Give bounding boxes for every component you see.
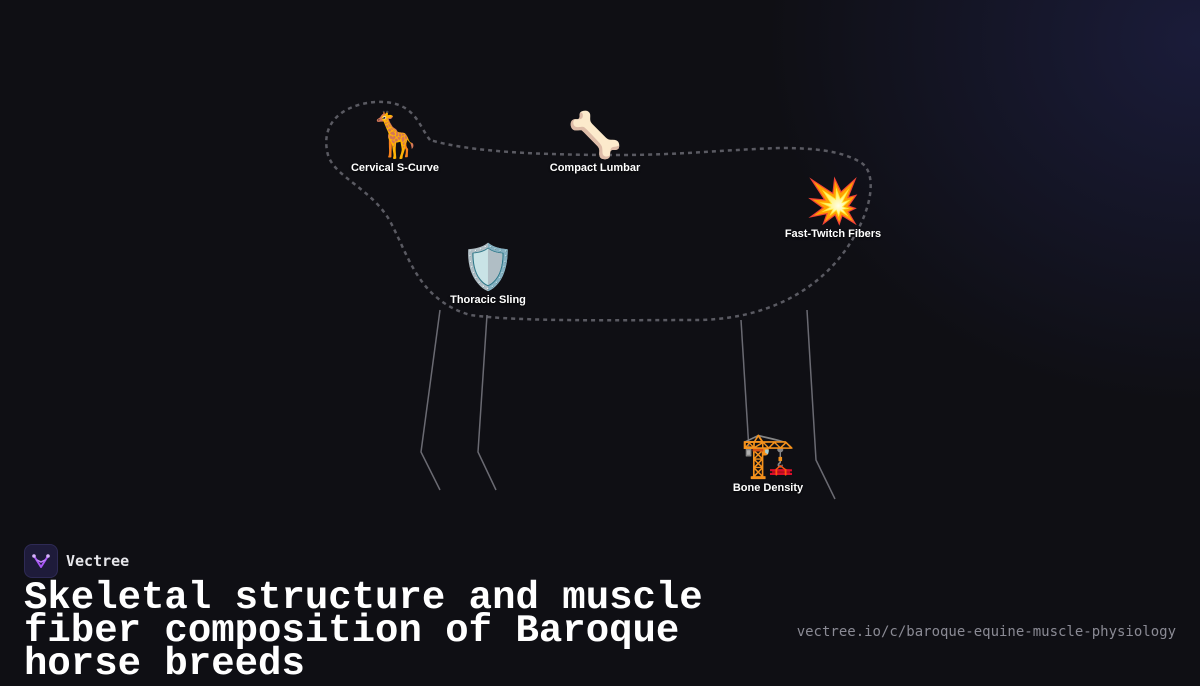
front-leg-right <box>477 314 497 491</box>
bone-icon: 🦴 <box>567 110 623 161</box>
hind-leg-right <box>806 309 836 500</box>
collision-icon: 💥 <box>805 176 861 227</box>
node-thoracic-sling[interactable]: 🛡️ Thoracic Sling <box>450 242 526 307</box>
hind-leg-left <box>740 319 750 451</box>
front-leg-left <box>420 309 441 491</box>
node-label: Bone Density <box>732 482 804 494</box>
node-compact-lumbar[interactable]: 🦴 Compact Lumbar <box>549 110 641 175</box>
source-url[interactable]: vectree.io/c/baroque-equine-muscle-physi… <box>796 624 1176 640</box>
shield-icon: 🛡️ <box>460 242 516 293</box>
vectree-logo-icon <box>24 544 58 578</box>
node-label: Compact Lumbar <box>549 162 641 174</box>
horse-body-outline <box>325 100 872 322</box>
crane-icon: 🏗️ <box>740 430 796 481</box>
brand-name: Vectree <box>66 552 130 570</box>
brand[interactable]: Vectree <box>24 544 129 578</box>
giraffe-icon: 🦒 <box>367 110 423 161</box>
node-label: Thoracic Sling <box>450 294 526 306</box>
node-label: Cervical S-Curve <box>350 162 440 174</box>
node-fast-twitch-fibers[interactable]: 💥 Fast-Twitch Fibers <box>784 176 882 241</box>
node-cervical-s-curve[interactable]: 🦒 Cervical S-Curve <box>350 110 440 175</box>
node-label: Fast-Twitch Fibers <box>784 228 882 240</box>
page-title: Skeletal structure and muscle fiber comp… <box>24 576 703 686</box>
node-bone-density[interactable]: 🏗️ Bone Density <box>732 430 804 495</box>
